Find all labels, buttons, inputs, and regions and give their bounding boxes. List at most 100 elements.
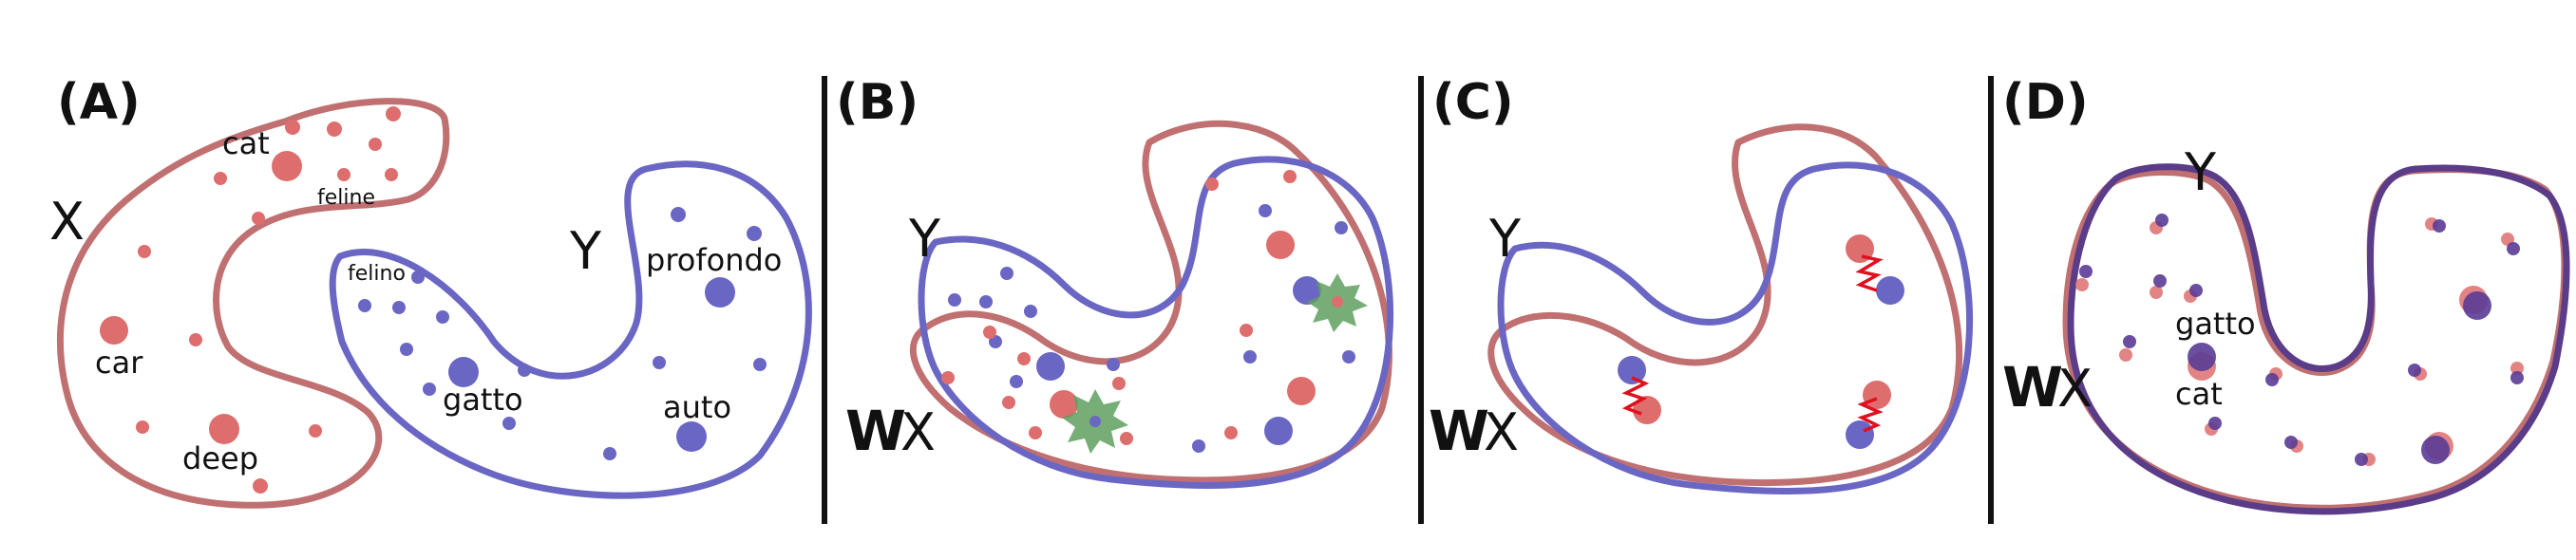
target-point [392,301,406,314]
target-point [2510,371,2524,384]
source-point [189,333,202,346]
panel-a-y-label: Y [569,221,602,281]
target-point [2463,291,2491,320]
target-point [411,271,425,284]
point-car [100,316,128,345]
target-point [1876,276,1904,305]
target-point [1264,417,1293,445]
source-point [285,120,300,135]
point-deep [209,414,239,444]
panel-a-space-x-outline [57,98,450,509]
target-point [2265,373,2279,386]
panel-b-anchor-star-left [1062,389,1128,454]
panel-a: (A) X Y [49,74,812,509]
target-point [2208,417,2222,430]
source-point [138,245,151,258]
panel-c-space-x-outline [1487,123,1962,486]
panel-c-pair-top [1846,234,1904,305]
word-gatto: gatto [2175,306,2256,342]
source-point [1120,432,1133,445]
source-point [327,121,342,137]
panel-d-letter: (D) [2002,74,2089,131]
target-point [1342,350,1355,364]
source-point [309,424,322,438]
point-gatto [448,357,479,387]
panel-a-x-label: X [49,192,85,252]
target-point [753,358,767,371]
target-point [948,293,961,307]
panel-b-space-y-outline [918,156,1394,490]
target-point [1089,416,1101,427]
word-cat: cat [222,125,270,161]
target-point [1010,375,1023,388]
target-point [671,207,686,222]
panel-b-letter: (B) [836,74,919,131]
source-point [253,478,268,494]
target-point [747,226,762,241]
point-profondo [705,277,735,308]
source-point [1050,390,1078,419]
target-point [518,364,531,377]
target-point [436,310,449,324]
target-point [1846,420,1874,449]
panel-c-space-y-outline [1497,161,1974,495]
point-auto [676,421,707,452]
word-cat: cat [2175,376,2223,412]
panel-b-w-label: W [845,399,906,463]
target-point [1259,204,1272,217]
source-point [983,326,996,339]
point-gatto [2188,343,2216,371]
source-point [252,212,265,225]
refinement-zigzag-icon [1857,397,1884,433]
target-point [2153,274,2167,288]
panel-d-w-label: W [2002,355,2063,420]
target-point [2507,242,2520,255]
target-point [2408,364,2421,377]
source-point [1287,377,1316,405]
panel-d: (D) Y W X [2002,74,2570,515]
panel-a-space-y-outline [329,160,812,499]
panel-a-target-points [358,207,767,460]
target-point [423,383,436,396]
panel-a-letter: (A) [57,74,141,131]
panel-a-source-points [100,106,401,494]
target-point [400,343,413,356]
panel-d-y-label: Y [2184,142,2217,202]
word-feline: feline [317,186,375,210]
target-point [603,447,616,460]
panel-d-x-label: X [2057,359,2093,419]
source-point [136,420,149,434]
source-point [2075,278,2089,291]
word-deep: deep [182,440,258,476]
word-auto: auto [663,389,731,425]
source-point [337,168,350,181]
source-point [1633,396,1661,424]
panel-b-x-label: X [900,402,936,462]
source-point [214,172,227,185]
source-point [941,371,955,384]
target-point [1618,356,1646,384]
target-point [1107,358,1120,371]
source-point [369,138,382,151]
panel-c-y-label: Y [1488,209,1522,269]
target-point [1192,439,1205,453]
source-point [2119,348,2132,362]
point-cat [272,151,302,181]
panel-d-space-x-outline [2062,166,2568,512]
target-point [2079,265,2093,278]
panel-c: (C) Y W X [1429,74,1974,495]
refinement-zigzag-icon [1855,254,1884,292]
source-point [1029,426,1042,439]
panel-c-pair-bottom [1846,381,1891,449]
source-point [1112,377,1126,390]
panel-b-anchor-star-right [1307,273,1368,332]
panel-d-aligned-space-outline [2067,163,2570,515]
refinement-zigzag-icon [1621,376,1650,416]
target-point [1024,305,1037,318]
target-point [1335,221,1348,234]
word-car: car [95,345,143,381]
source-point [1017,352,1031,365]
source-point [1266,231,1295,259]
target-point [1293,276,1321,305]
